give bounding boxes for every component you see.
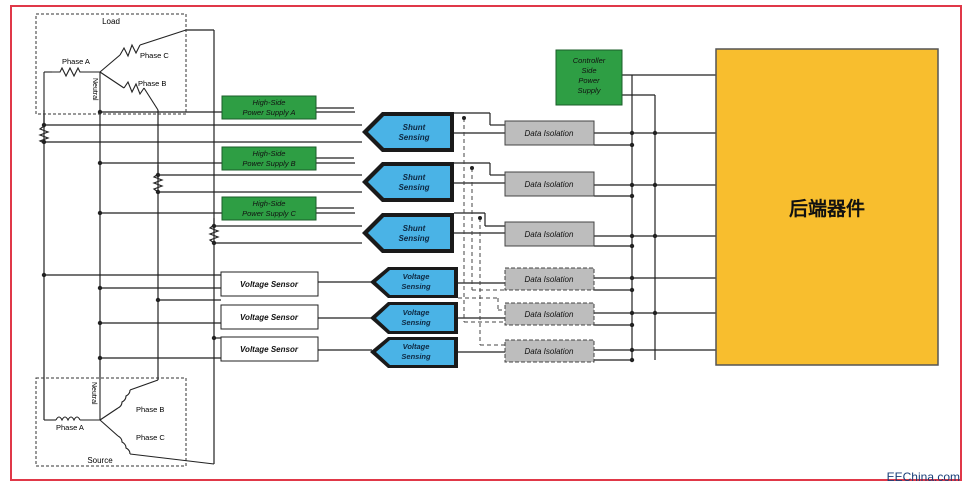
svg-text:High-Side: High-Side xyxy=(253,199,286,208)
svg-text:Sensing: Sensing xyxy=(398,234,429,243)
source-title: Source xyxy=(87,456,113,465)
high-side-supply-b: High-Side Power Supply B xyxy=(221,146,317,171)
voltage-sensing-amp-b: Voltage Sensing xyxy=(370,302,458,334)
high-side-supply-a: High-Side Power Supply A xyxy=(221,95,317,120)
voltage-sensor-b: Voltage Sensor xyxy=(220,304,319,330)
source-phase-c-label: Phase C xyxy=(136,433,165,442)
svg-text:Data Isolation: Data Isolation xyxy=(525,347,574,356)
backend-label: 后端器件 xyxy=(789,197,865,220)
svg-text:Sensing: Sensing xyxy=(398,183,429,192)
source-neutral-label: Neutral xyxy=(90,382,97,405)
load-block: Load Phase A Phase C Phase B Neutral xyxy=(35,13,187,115)
svg-text:Voltage: Voltage xyxy=(403,308,430,317)
backend-device: 后端器件 xyxy=(715,48,939,366)
svg-text:Data Isolation: Data Isolation xyxy=(525,230,574,239)
source-phase-b-label: Phase B xyxy=(136,405,164,414)
source-phase-a-label: Phase A xyxy=(56,423,84,432)
load-phase-a-label: Phase A xyxy=(62,57,90,66)
svg-text:Controller: Controller xyxy=(573,56,606,65)
svg-text:Voltage Sensor: Voltage Sensor xyxy=(240,313,299,322)
high-side-supply-c: High-Side Power Supply C xyxy=(221,196,317,221)
load-neutral-label: Neutral xyxy=(91,78,98,101)
data-isolation-2: Data Isolation xyxy=(504,171,595,197)
svg-text:Power: Power xyxy=(578,76,600,85)
svg-text:Voltage Sensor: Voltage Sensor xyxy=(240,345,299,354)
controller-side-power-supply: Controller Side Power Supply xyxy=(555,49,623,106)
svg-text:Voltage: Voltage xyxy=(403,272,430,281)
source-block: Source Phase A Phase B Phase C Neutral xyxy=(35,377,215,467)
voltage-sensor-a: Voltage Sensor xyxy=(220,271,319,297)
svg-text:Power Supply A: Power Supply A xyxy=(242,108,295,117)
svg-text:Data Isolation: Data Isolation xyxy=(525,275,574,284)
svg-text:Power Supply C: Power Supply C xyxy=(242,209,296,218)
svg-text:Sensing: Sensing xyxy=(401,282,431,291)
svg-text:Sensing: Sensing xyxy=(401,352,431,361)
svg-text:High-Side: High-Side xyxy=(253,98,286,107)
data-isolation-1: Data Isolation xyxy=(504,120,595,146)
watermark: EEChina.com xyxy=(886,470,960,484)
svg-text:Power Supply B: Power Supply B xyxy=(242,159,295,168)
svg-text:Voltage: Voltage xyxy=(403,342,430,351)
data-isolation-4: Data Isolation xyxy=(504,267,595,291)
svg-text:Side: Side xyxy=(581,66,596,75)
shunt-resistors xyxy=(38,125,220,244)
voltage-sensing-amp-a: Voltage Sensing xyxy=(370,267,458,298)
outer-frame xyxy=(10,5,962,481)
voltage-sensing-amp-c: Voltage Sensing xyxy=(370,337,458,368)
dashed-wiring xyxy=(458,118,505,346)
svg-text:Sensing: Sensing xyxy=(401,318,431,327)
svg-text:Voltage Sensor: Voltage Sensor xyxy=(240,280,299,289)
svg-text:Shunt: Shunt xyxy=(403,173,426,182)
load-phase-b-label: Phase B xyxy=(138,79,166,88)
data-isolation-3: Data Isolation xyxy=(504,221,595,247)
shunt-sensing-amp-c: Shunt Sensing xyxy=(362,213,454,253)
data-isolation-5: Data Isolation xyxy=(504,302,595,326)
svg-text:High-Side: High-Side xyxy=(253,149,286,158)
load-phase-c-label: Phase C xyxy=(140,51,169,60)
svg-text:Shunt: Shunt xyxy=(403,123,426,132)
load-title: Load xyxy=(102,17,120,26)
svg-text:Sensing: Sensing xyxy=(398,133,429,142)
svg-text:Shunt: Shunt xyxy=(403,224,426,233)
svg-text:Supply: Supply xyxy=(578,86,602,95)
data-isolation-6: Data Isolation xyxy=(504,339,595,363)
svg-text:Data Isolation: Data Isolation xyxy=(525,129,574,138)
shunt-sensing-amp-a: Shunt Sensing xyxy=(362,112,454,152)
svg-text:Data Isolation: Data Isolation xyxy=(525,310,574,319)
svg-text:Data Isolation: Data Isolation xyxy=(525,180,574,189)
voltage-sensor-c: Voltage Sensor xyxy=(220,336,319,362)
shunt-sensing-amp-b: Shunt Sensing xyxy=(362,162,454,202)
